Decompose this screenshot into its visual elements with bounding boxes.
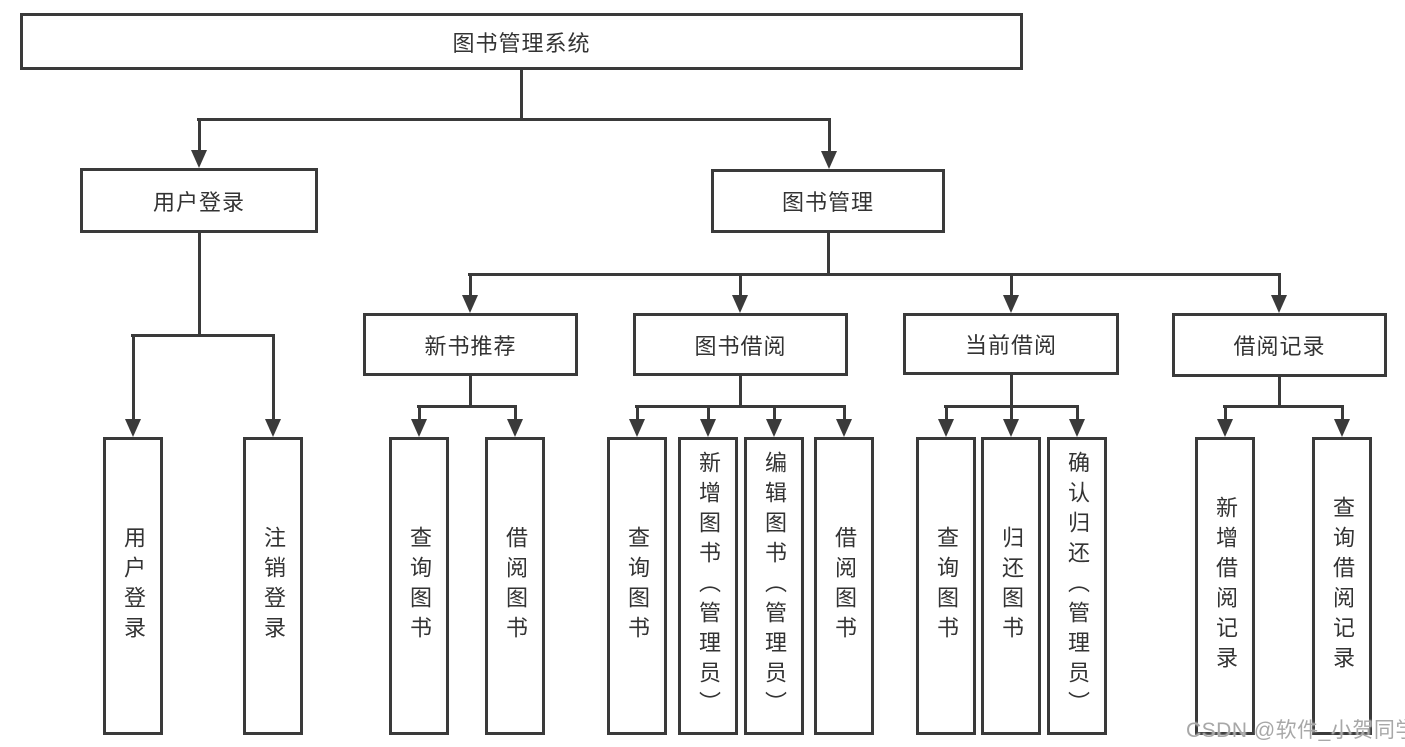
arrowhead-down-icon xyxy=(629,419,645,437)
connector-hline xyxy=(417,404,517,408)
arrowhead-down-icon xyxy=(938,419,954,437)
arrowhead-down-icon xyxy=(700,419,716,437)
connector-vline xyxy=(1075,405,1079,420)
leaf-confirm-return-admin: 确认归还（管理员） xyxy=(1047,437,1107,735)
connector-vline xyxy=(131,335,135,420)
connector-vline xyxy=(944,405,948,420)
leaf-logout: 注销登录 xyxy=(243,437,303,735)
leaf-query-borrow-record: 查询借阅记录 xyxy=(1312,437,1372,735)
connector-vline xyxy=(772,405,776,420)
leaf-query-books-recommend: 查询图书 xyxy=(389,437,449,735)
connector-vline xyxy=(827,119,831,152)
connector-vline xyxy=(519,70,523,119)
connector-vline xyxy=(197,119,201,151)
node-new-book-recommend: 新书推荐 xyxy=(363,313,578,376)
connector-vline xyxy=(1009,374,1013,408)
arrowhead-down-icon xyxy=(265,419,281,437)
arrowhead-down-icon xyxy=(1069,419,1085,437)
arrowhead-down-icon xyxy=(125,419,141,437)
connector-vline xyxy=(738,274,742,296)
node-book-management: 图书管理 xyxy=(711,169,945,233)
arrowhead-down-icon xyxy=(821,151,837,169)
leaf-add-books-admin: 新增图书（管理员） xyxy=(678,437,738,735)
connector-vline xyxy=(1277,376,1281,408)
leaf-borrow-books-recommend: 借阅图书 xyxy=(485,437,545,735)
arrowhead-down-icon xyxy=(191,150,207,168)
connector-vline xyxy=(1340,405,1344,420)
node-borrow-records: 借阅记录 xyxy=(1172,313,1387,377)
arrowhead-down-icon xyxy=(507,419,523,437)
connector-hline xyxy=(635,404,846,408)
connector-hline xyxy=(131,333,275,337)
arrowhead-down-icon xyxy=(836,419,852,437)
connector-hline xyxy=(468,272,1281,276)
node-book-borrow: 图书借阅 xyxy=(633,313,848,376)
leaf-query-books-current: 查询图书 xyxy=(916,437,976,735)
leaf-return-books: 归还图书 xyxy=(981,437,1041,735)
connector-vline xyxy=(417,405,421,420)
arrowhead-down-icon xyxy=(1217,419,1233,437)
connector-vline xyxy=(513,405,517,420)
connector-hline xyxy=(197,117,831,121)
node-user-login: 用户登录 xyxy=(80,168,318,233)
connector-vline xyxy=(468,274,472,296)
arrowhead-down-icon xyxy=(732,295,748,313)
arrowhead-down-icon xyxy=(1271,295,1287,313)
connector-vline xyxy=(826,233,830,276)
connector-vline xyxy=(1277,274,1281,296)
node-library-management-system: 图书管理系统 xyxy=(20,13,1023,70)
leaf-edit-books-admin: 编辑图书（管理员） xyxy=(744,437,804,735)
leaf-user-login: 用户登录 xyxy=(103,437,163,735)
connector-vline xyxy=(842,405,846,420)
connector-vline xyxy=(635,405,639,420)
connector-vline xyxy=(706,405,710,420)
node-current-borrow: 当前借阅 xyxy=(903,313,1119,375)
connector-vline xyxy=(1009,274,1013,296)
arrowhead-down-icon xyxy=(462,295,478,313)
connector-vline xyxy=(197,233,201,337)
connector-vline xyxy=(1009,405,1013,420)
leaf-add-borrow-record: 新增借阅记录 xyxy=(1195,437,1255,735)
arrowhead-down-icon xyxy=(1003,419,1019,437)
connector-hline xyxy=(944,404,1079,408)
watermark: CSDN @软件_小贺同学 xyxy=(1186,719,1405,742)
arrowhead-down-icon xyxy=(411,419,427,437)
connector-vline xyxy=(468,375,472,408)
connector-hline xyxy=(1223,404,1344,408)
arrowhead-down-icon xyxy=(1334,419,1350,437)
arrowhead-down-icon xyxy=(1003,295,1019,313)
connector-vline xyxy=(738,375,742,408)
connector-vline xyxy=(1223,405,1227,420)
connector-vline xyxy=(271,335,275,420)
arrowhead-down-icon xyxy=(766,419,782,437)
leaf-query-books-borrow: 查询图书 xyxy=(607,437,667,735)
leaf-borrow-books: 借阅图书 xyxy=(814,437,874,735)
